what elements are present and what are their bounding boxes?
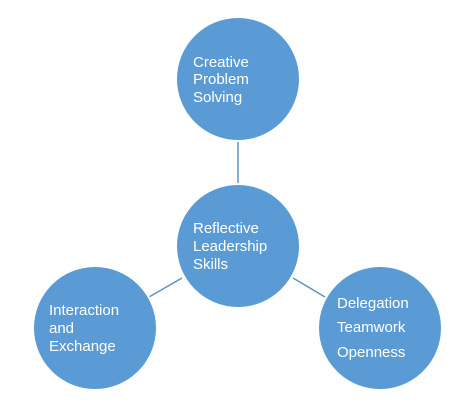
node-circle-center [175,183,301,309]
node-circle-top [175,16,301,142]
node-top-line-1: Creative [193,54,249,71]
node-circle-right [317,265,443,391]
node-right-line-3: Openness [337,344,405,361]
connector-center-left [148,277,183,298]
node-left-line-3: Exchange [49,338,116,355]
connector-center-right [292,277,326,298]
node-center-line-1: Reflective [193,220,259,237]
node-left-line-1: Interaction [49,302,119,319]
node-delegation-teamwork-openness: Delegation Teamwork Openness [317,265,443,391]
node-creative-problem-solving: Creative Problem Solving [175,16,301,142]
node-circle-left [32,265,158,391]
node-right-line-2: Teamwork [337,319,406,336]
node-top-line-3: Solving [193,89,242,106]
node-right-line-1: Delegation [337,295,409,312]
node-reflective-leadership-skills: Reflective Leadership Skills [175,183,301,309]
node-center-line-2: Leadership [193,238,267,255]
node-interaction-and-exchange: Interaction and Exchange [32,265,158,391]
node-center-line-3: Skills [193,256,228,273]
node-left-line-2: and [49,320,74,337]
node-top-line-2: Problem [193,71,249,88]
